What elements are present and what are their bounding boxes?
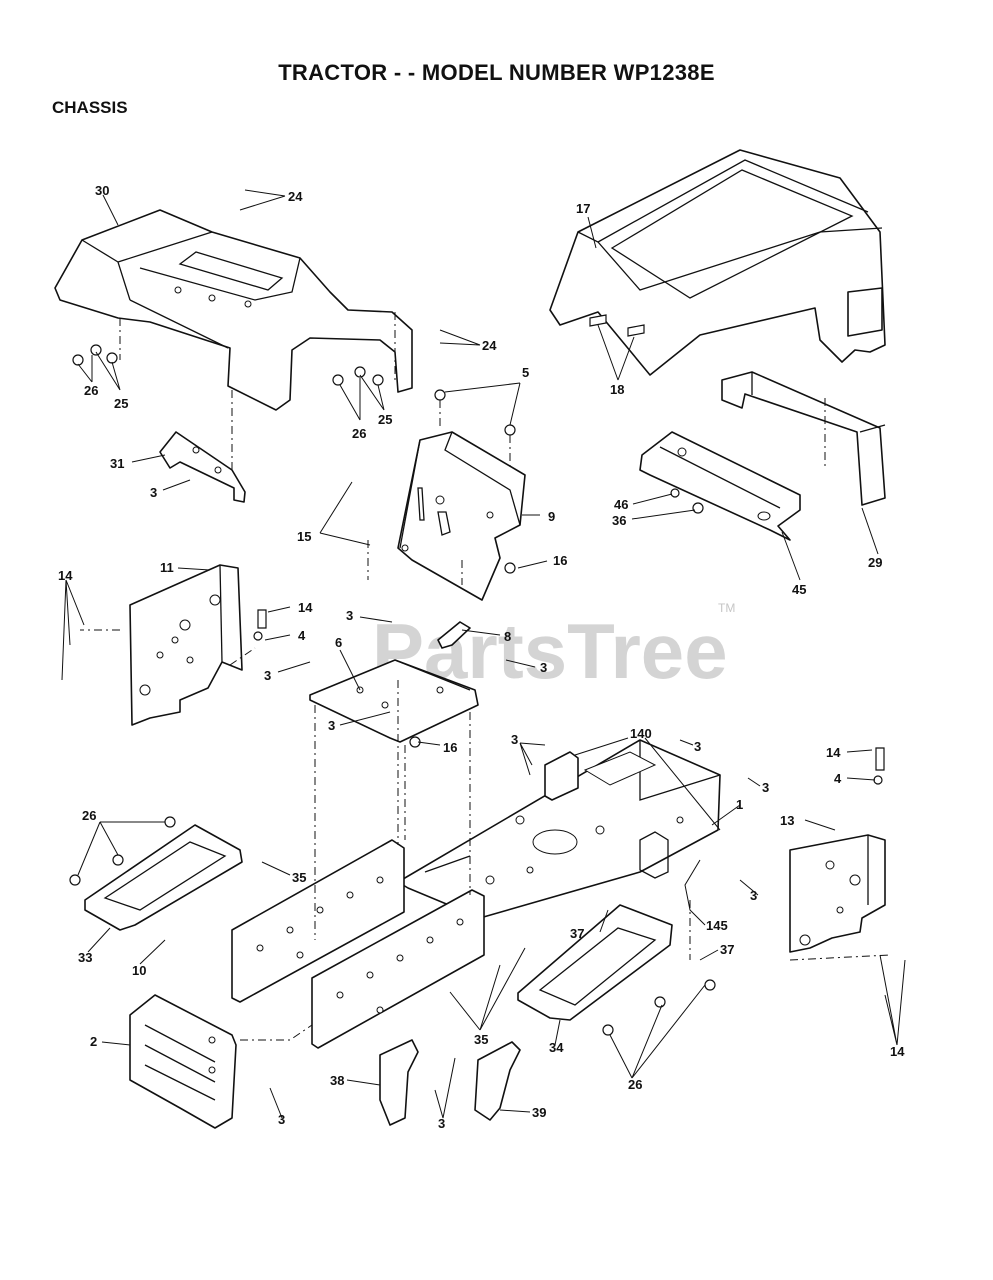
front-axle-bracket-part — [544, 751, 579, 801]
callout-8: 8 — [504, 629, 511, 644]
callout-14-left: 14 — [58, 568, 73, 583]
hardware-fasteners — [69, 344, 885, 1036]
callout-46: 46 — [614, 497, 628, 512]
callout-6: 6 — [335, 635, 342, 650]
callout-3-bottom-left: 3 — [278, 1112, 285, 1127]
callout-39: 39 — [532, 1105, 546, 1120]
callout-36: 36 — [612, 513, 626, 528]
callout-26-mid: 26 — [352, 426, 366, 441]
callout-25-mid: 25 — [378, 412, 392, 427]
left-footrest-part — [84, 824, 243, 931]
callout-24-right: 24 — [482, 338, 497, 353]
right-footrest-part — [517, 904, 673, 1021]
callout-10: 10 — [132, 963, 146, 978]
callout-14-right-top: 14 — [826, 745, 841, 760]
callout-3-bottom-mid: 3 — [438, 1116, 445, 1131]
watermark-trademark: TM — [718, 601, 735, 615]
left-lower-bracket-part — [379, 1039, 419, 1126]
callout-35-left: 35 — [292, 870, 306, 885]
callout-37-left: 37 — [570, 926, 584, 941]
callout-3-plate-right: 3 — [540, 660, 547, 675]
leader-lines — [61, 189, 906, 1119]
left-side-panel-part — [129, 564, 243, 726]
callout-29: 29 — [868, 555, 882, 570]
right-side-panel-part — [789, 834, 886, 953]
main-frame-part — [397, 739, 721, 919]
callout-26-left: 26 — [84, 383, 98, 398]
page-title: TRACTOR - - MODEL NUMBER WP1238E — [278, 60, 715, 85]
callout-17: 17 — [576, 201, 590, 216]
rear-fender-part — [54, 209, 413, 411]
callout-145: 145 — [706, 918, 728, 933]
callout-26-footrest-right: 26 — [628, 1077, 642, 1092]
clip-part — [437, 621, 471, 649]
callout-3-mid-right: 3 — [750, 888, 757, 903]
callout-25-left: 25 — [114, 396, 128, 411]
callout-14-right-bottom: 14 — [890, 1044, 905, 1059]
callout-4-mid: 4 — [298, 628, 306, 643]
callout-3-front: 3 — [511, 732, 518, 747]
callout-3-plate-top: 3 — [346, 608, 353, 623]
callout-3-plate-left: 3 — [264, 668, 271, 683]
callout-38: 38 — [330, 1073, 344, 1088]
right-lower-bracket-part — [474, 1041, 521, 1121]
callout-35-bottom: 35 — [474, 1032, 488, 1047]
callout-9: 9 — [548, 509, 555, 524]
callout-15: 15 — [297, 529, 311, 544]
callout-24-top: 24 — [288, 189, 303, 204]
callout-3-bracket: 3 — [150, 485, 157, 500]
callout-16-plate: 16 — [443, 740, 457, 755]
fender-bracket-part — [159, 431, 246, 503]
callout-3-plate-bottom: 3 — [328, 718, 335, 733]
callout-16-dash: 16 — [553, 553, 567, 568]
callout-4-right: 4 — [834, 771, 842, 786]
hood-part — [549, 149, 886, 376]
callout-13: 13 — [780, 813, 794, 828]
callout-labels: 30 24 17 24 26 25 26 25 18 5 31 3 15 9 4… — [58, 183, 905, 1131]
callout-45: 45 — [792, 582, 806, 597]
alignment-lines — [80, 312, 891, 1041]
callout-3-front-right: 3 — [694, 739, 701, 754]
section-title: CHASSIS — [52, 98, 128, 117]
callout-1: 1 — [736, 797, 743, 812]
rear-bracket-part — [129, 994, 237, 1129]
grille-panel-part — [721, 371, 886, 506]
callout-5: 5 — [522, 365, 529, 380]
callout-37-right: 37 — [720, 942, 734, 957]
callout-14-mid: 14 — [298, 600, 313, 615]
callout-34: 34 — [549, 1040, 564, 1055]
callout-11: 11 — [160, 560, 174, 575]
dash-panel-part — [397, 431, 526, 601]
callout-30: 30 — [95, 183, 109, 198]
callout-3-frame-right: 3 — [762, 780, 769, 795]
callout-26-footrest-left: 26 — [82, 808, 96, 823]
hood-bracket-part — [639, 431, 801, 541]
callout-31: 31 — [110, 456, 124, 471]
left-frame-rail-part — [231, 839, 405, 1003]
callout-140: 140 — [630, 726, 652, 741]
right-frame-rail-part — [311, 889, 485, 1049]
callout-2: 2 — [90, 1034, 97, 1049]
callout-18: 18 — [610, 382, 624, 397]
callout-33: 33 — [78, 950, 92, 965]
